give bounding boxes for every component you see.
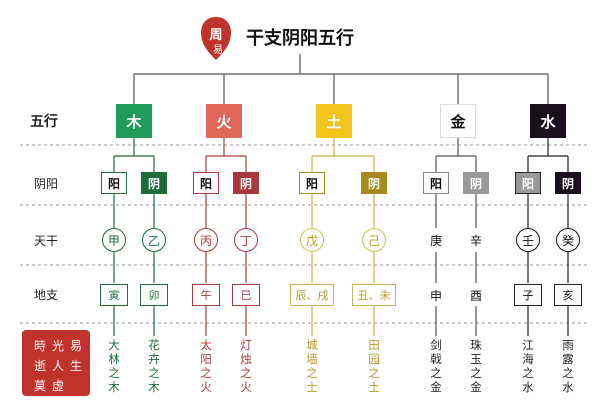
nayin-text: 太阳之火 <box>200 338 212 394</box>
yang-box: 阳 <box>299 172 325 194</box>
branch-box: 巳 <box>232 284 260 306</box>
yin-box: 阴 <box>141 172 167 194</box>
nayin-text: 江海之水 <box>522 338 534 394</box>
stem-circle: 己 <box>362 228 386 252</box>
element-box: 木 <box>116 104 152 138</box>
branch-box: 卯 <box>140 284 168 306</box>
page-title: 干支阴阳五行 <box>246 28 354 49</box>
nayin-text: 大林之木 <box>108 338 120 394</box>
nayin-text: 珠玉之金 <box>470 338 482 394</box>
svg-text:莫: 莫 <box>34 379 46 393</box>
stem-circle: 癸 <box>556 228 580 252</box>
stem-circle: 戊 <box>300 228 324 252</box>
stem-circle: 甲 <box>102 228 126 252</box>
yang-box: 阳 <box>101 172 127 194</box>
branch-box: 丑、未 <box>352 284 396 306</box>
branch-label: 酉 <box>469 288 482 303</box>
stem-circle: 丙 <box>194 228 218 252</box>
nayin-text: 花卉之木 <box>148 338 160 394</box>
element-box: 土 <box>316 104 352 138</box>
yin-box: 阴 <box>233 172 259 194</box>
nayin-text: 雨露之水 <box>562 338 574 394</box>
row-label-yinyang: 阴阳 <box>34 177 59 191</box>
corner-seal: 時 光 易 逝 人 生 莫 虛 <box>20 328 92 398</box>
svg-text:易: 易 <box>70 339 82 353</box>
stem-circle: 壬 <box>516 228 540 252</box>
branch-box: 寅 <box>100 284 128 306</box>
stem-circle: 丁 <box>234 228 258 252</box>
logo-seal: 周 易 <box>198 14 234 64</box>
nayin-text: 剑戟之金 <box>430 338 442 394</box>
row-label-wuxing: 五行 <box>30 114 58 130</box>
yang-box: 阳 <box>515 172 541 194</box>
element-box: 火 <box>206 104 242 138</box>
yang-box: 阳 <box>193 172 219 194</box>
nayin-text: 田园之土 <box>368 338 380 394</box>
yin-box: 阴 <box>555 172 581 194</box>
row-label-tiangan: 天干 <box>34 234 59 248</box>
branch-box: 子 <box>514 284 542 306</box>
branch-label: 申 <box>429 288 442 303</box>
branch-box: 亥 <box>554 284 582 306</box>
svg-text:逝: 逝 <box>34 359 46 373</box>
nayin-text: 城墙之土 <box>306 338 318 394</box>
yin-box: 阴 <box>361 172 387 194</box>
nayin-text: 灯烛之火 <box>240 338 252 394</box>
svg-text:時: 時 <box>34 339 46 353</box>
svg-text:光: 光 <box>52 339 64 353</box>
branch-box: 午 <box>192 284 220 306</box>
element-box: 金 <box>440 104 476 138</box>
svg-text:周: 周 <box>209 28 222 43</box>
row-label-dizhi: 地支 <box>34 288 59 302</box>
yang-box: 阳 <box>423 172 449 194</box>
svg-text:易: 易 <box>213 44 223 56</box>
svg-text:人: 人 <box>52 359 64 373</box>
stem-label: 辛 <box>469 233 482 248</box>
svg-text:虛: 虛 <box>52 379 64 393</box>
branch-box: 辰、戌 <box>290 284 334 306</box>
stem-circle: 乙 <box>142 228 166 252</box>
yin-box: 阴 <box>463 172 489 194</box>
element-box: 水 <box>530 104 566 138</box>
svg-text:生: 生 <box>70 359 82 373</box>
stem-label: 庚 <box>429 233 442 248</box>
